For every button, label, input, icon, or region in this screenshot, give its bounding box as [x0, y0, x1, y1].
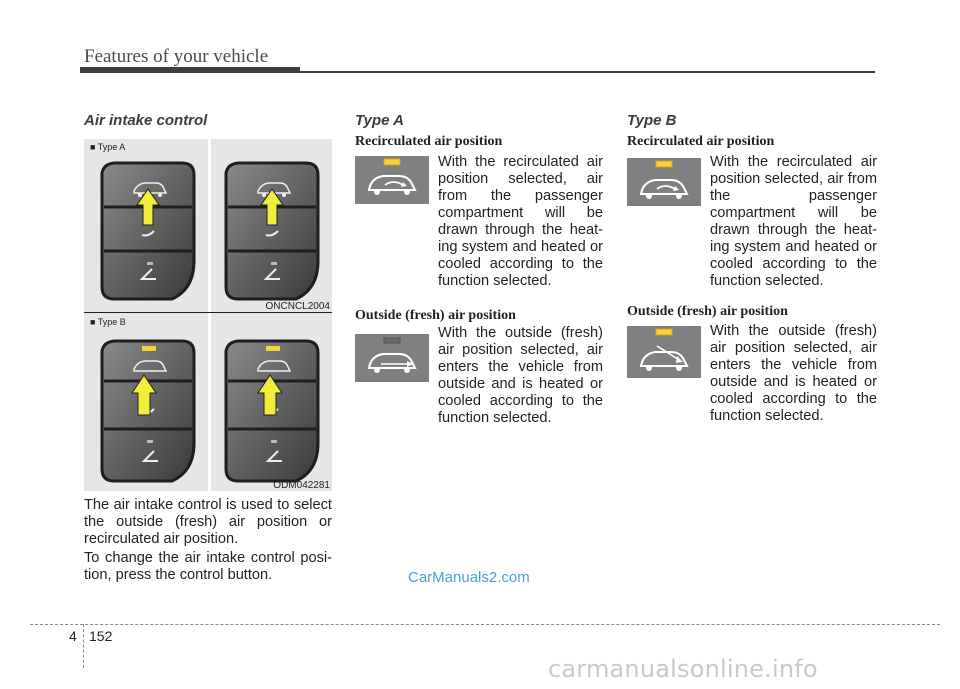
outside-air-button-icon — [355, 334, 429, 382]
control-panel-type-b-recirc — [100, 339, 196, 483]
type-b-recirc-text: With the recirculated air position selec… — [710, 154, 877, 289]
figure-code-a: ONCNCL2004 — [265, 301, 330, 312]
type-a-outside-title: Outside (fresh) air position — [355, 308, 516, 323]
type-a-recirc-text: With the recirculated air position selec… — [438, 154, 603, 289]
figure-separator — [208, 313, 211, 491]
footer-divider — [83, 624, 84, 668]
press-arrow-icon — [131, 374, 157, 416]
page-number: 152 — [89, 628, 113, 644]
figure-caption-type-a: ■ Type A — [90, 142, 126, 152]
intro-paragraph: The air intake control is used to select… — [84, 497, 332, 547]
press-arrow-icon — [257, 374, 283, 416]
figure-code-b: ODM042281 — [273, 480, 330, 491]
footer-rule — [30, 624, 940, 625]
air-intake-figure: ■ Type A ONCNCL2004 ■ Type B ODM042281 — [84, 139, 332, 491]
watermark-link[interactable]: CarManuals2.com — [408, 569, 530, 586]
section-heading-type-b: Type B — [627, 112, 677, 129]
control-panel-type-b-outside — [224, 339, 320, 483]
type-b-outside-title: Outside (fresh) air position — [627, 304, 788, 319]
section-heading-type-a: Type A — [355, 112, 404, 129]
chapter-number: 4 — [69, 628, 77, 644]
type-a-outside-text: With the outside (fresh) air position se… — [438, 325, 603, 426]
figure-caption-type-b: ■ Type B — [90, 317, 126, 327]
header-title: Features of your vehicle — [84, 46, 269, 67]
instruction-paragraph: To change the air intake control posi-ti… — [84, 550, 332, 583]
outside-air-button-icon — [627, 326, 701, 378]
header-rule — [300, 71, 875, 73]
site-watermark: carmanualsonline.info — [548, 655, 818, 683]
recirculated-air-button-icon — [627, 158, 701, 206]
press-arrow-icon — [260, 188, 284, 226]
type-b-recirc-title: Recirculated air position — [627, 134, 775, 149]
press-arrow-icon — [136, 188, 160, 226]
control-panel-type-a-recirc — [100, 161, 196, 301]
type-a-recirc-title: Recirculated air position — [355, 134, 503, 149]
figure-divider — [84, 312, 332, 313]
type-b-outside-text: With the outside (fresh) air position se… — [710, 323, 877, 424]
recirculated-air-button-icon — [355, 156, 429, 204]
section-heading-air-intake: Air intake control — [84, 112, 208, 129]
control-panel-type-a-outside — [224, 161, 320, 301]
header-bar — [80, 67, 300, 73]
figure-separator — [208, 139, 211, 312]
